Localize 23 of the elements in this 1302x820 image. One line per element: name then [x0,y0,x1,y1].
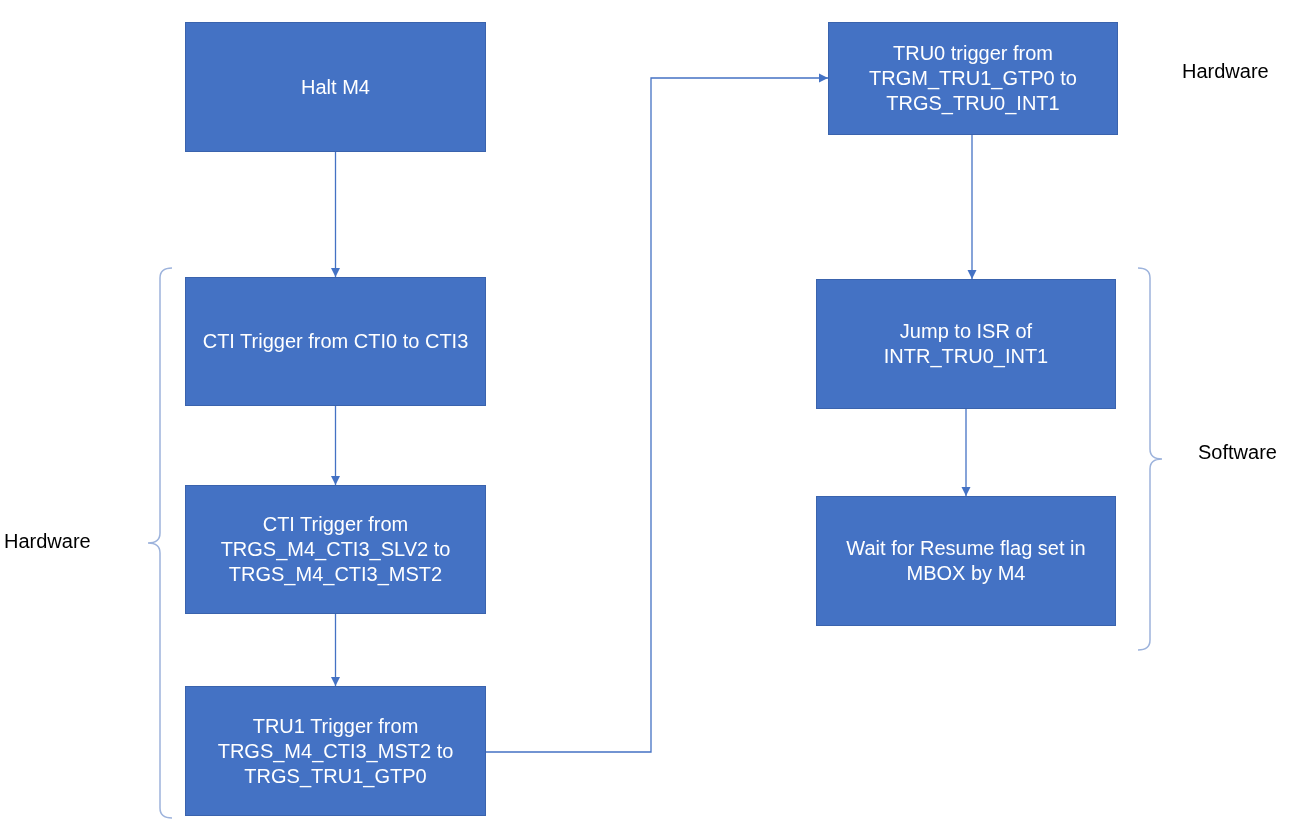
box-text: TRU0 trigger from TRGM_TRU1_GTP0 to TRGS_TRU0_INT1 [868,41,1078,116]
section-label: Software [1198,441,1277,464]
arrow [330,405,341,486]
process-box [816,279,1116,409]
process-box [828,22,1118,135]
box-text: Wait for Resume flag set in MBOX by M4 [845,536,1087,586]
box-text: Jump to ISR of INTR_TRU0_INT1 [882,319,1050,369]
process-box [185,277,486,406]
process-box [185,686,486,816]
box-text: Halt M4 [301,74,370,100]
arrow [961,408,971,497]
section-label: Hardware [4,530,91,553]
arrow [330,613,341,687]
arrow [330,151,341,278]
process-box [185,22,486,152]
box-text: CTI Trigger from CTI0 to CTI3 [202,329,469,354]
section-label: Hardware [1182,60,1269,83]
arrow [967,134,977,280]
arrow [485,73,829,753]
process-box [816,496,1116,626]
process-box [185,485,486,614]
box-text: TRU1 Trigger from TRGS_M4_CTI3_MST2 to TRGS_TRU1_GTP0 [216,713,455,789]
box-text: CTI Trigger from TRGS_M4_CTI3_SLV2 to TRGS_M4_CTI3_MST2 [219,512,452,587]
